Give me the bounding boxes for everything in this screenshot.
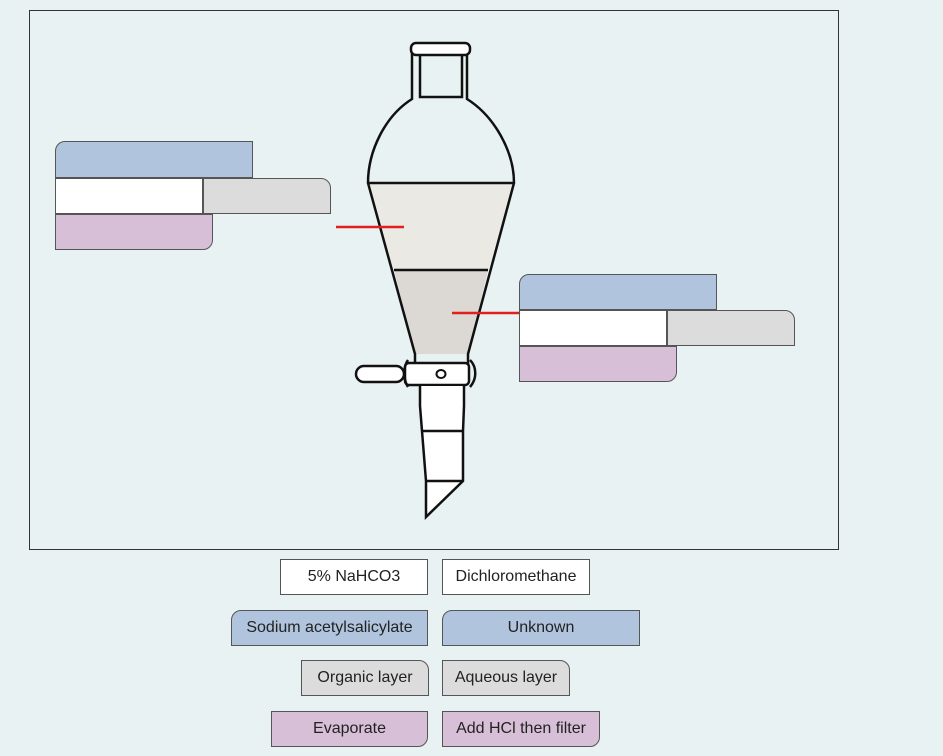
upper-layer-type-drop-slot[interactable] <box>203 178 331 214</box>
chip-compound-sodium-acetylsalicylate[interactable]: Sodium acetylsalicylate <box>231 610 428 646</box>
chip-layer-aqueous[interactable]: Aqueous layer <box>442 660 570 696</box>
chip-solvent-dichloromethane[interactable]: Dichloromethane <box>442 559 590 595</box>
lower-liquid-layer <box>394 270 488 354</box>
upper-solvent-drop-slot[interactable] <box>55 178 203 214</box>
lower-action-drop-slot[interactable] <box>519 346 677 382</box>
upper-action-drop-slot[interactable] <box>55 214 213 250</box>
lower-compound-drop-slot[interactable] <box>519 274 717 310</box>
diagram-canvas <box>29 10 839 550</box>
lower-layer-type-drop-slot[interactable] <box>667 310 795 346</box>
stopcock-hole <box>435 369 447 379</box>
chip-action-evaporate[interactable]: Evaporate <box>271 711 428 747</box>
funnel-stem <box>418 386 466 520</box>
chip-solvent-nahco3[interactable]: 5% NaHCO3 <box>280 559 428 595</box>
stopcock-handle <box>354 364 406 384</box>
upper-liquid-layer <box>368 183 514 270</box>
chip-compound-unknown[interactable]: Unknown <box>442 610 640 646</box>
stopcock-right-end <box>469 359 477 388</box>
stopper-top <box>409 41 472 57</box>
upper-compound-drop-slot[interactable] <box>55 141 253 178</box>
separatory-funnel-diagram <box>336 41 520 520</box>
chip-layer-organic[interactable]: Organic layer <box>301 660 429 696</box>
stopper-neck <box>418 49 464 99</box>
chip-action-add-hcl-filter[interactable]: Add HCl then filter <box>442 711 600 747</box>
stopcock-left-end <box>403 359 410 388</box>
lower-solvent-drop-slot[interactable] <box>519 310 667 346</box>
